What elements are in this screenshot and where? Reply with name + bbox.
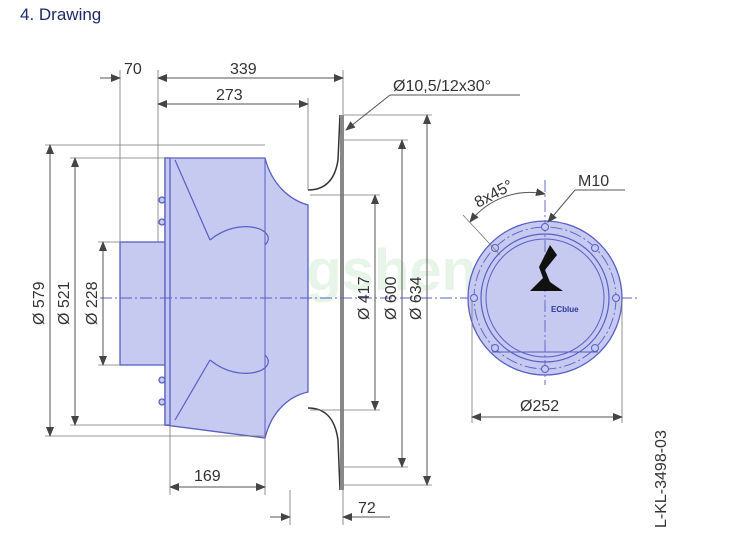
top-dimensions: 70 339 273 — [100, 61, 344, 242]
ecblue-logo-icon — [530, 245, 563, 291]
left-dimensions: Ø 579 Ø 521 Ø 228 — [31, 144, 265, 437]
dim-521: Ø 521 — [56, 281, 73, 325]
dim-273: 273 — [216, 87, 243, 104]
ecblue-logo-text: ECblue — [551, 305, 579, 314]
dim-228: Ø 228 — [84, 281, 101, 325]
drawing-number: L-KL-3498-03 — [653, 430, 670, 528]
dim-634: Ø 634 — [408, 276, 425, 320]
dim-holes: Ø10,5/12x30° — [393, 78, 491, 95]
dim-600: Ø 600 — [383, 276, 400, 320]
dim-579: Ø 579 — [31, 281, 48, 325]
dim-339: 339 — [230, 61, 257, 78]
dim-169: 169 — [194, 468, 221, 485]
section-title: 4. Drawing — [20, 5, 102, 24]
bottom-dimensions: 169 72 — [169, 425, 390, 525]
dim-72: 72 — [358, 500, 376, 517]
dim-thread: M10 — [578, 173, 609, 190]
dim-70: 70 — [124, 61, 142, 78]
dim-417: Ø 417 — [356, 276, 373, 320]
fan-front-view: ECblue 8x45° M10 Ø252 — [462, 173, 625, 423]
dim-angle: 8x45° — [472, 177, 516, 211]
flange-dimensions: Ø 417 Ø 600 Ø 634 Ø10,5/12x30° — [310, 78, 520, 486]
dim-252: Ø252 — [520, 398, 559, 415]
